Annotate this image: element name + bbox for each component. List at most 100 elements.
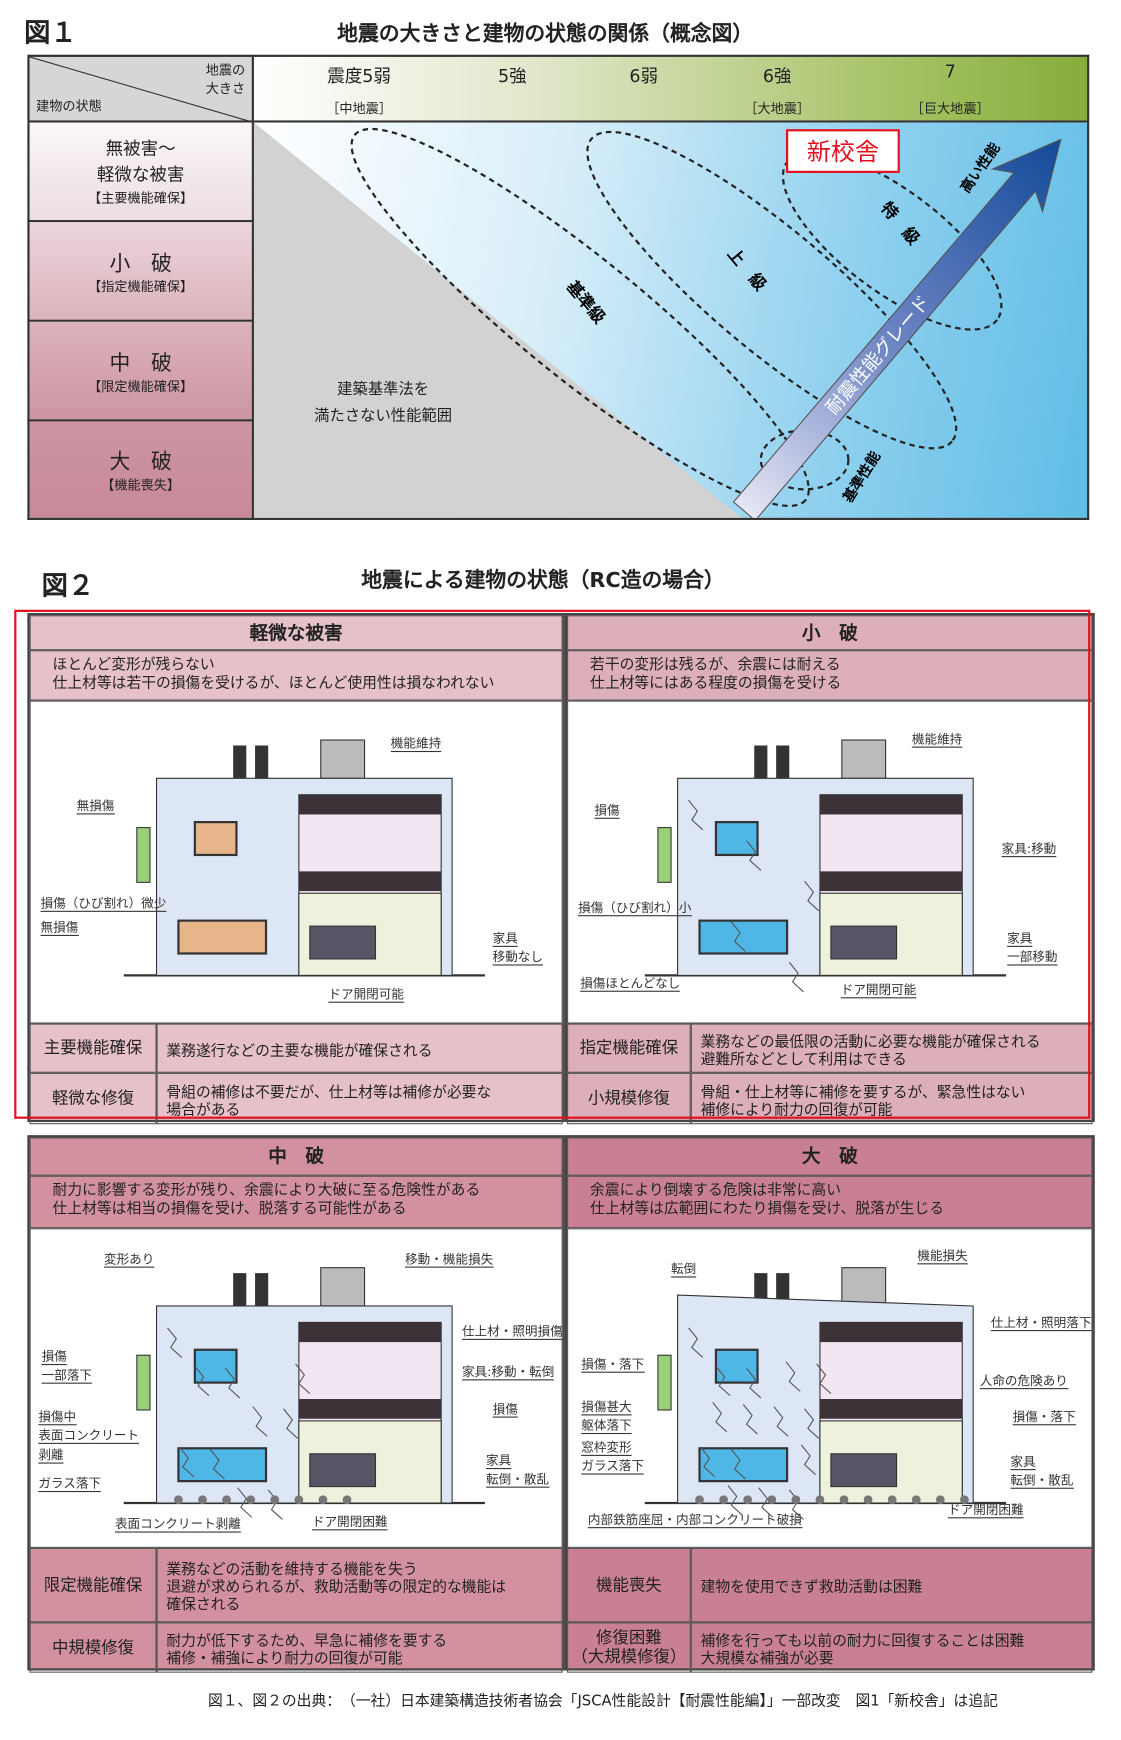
callout-label: 損傷中 [38, 1408, 77, 1426]
building-illustration [644, 739, 1007, 993]
callout-label: 転倒・散乱 [486, 1471, 549, 1488]
arrow-label: 耐震性能グレード [822, 292, 934, 419]
callout-label: ドア開閉可能 [328, 986, 404, 1003]
corner-diagonal [29, 56, 254, 123]
figure2-title: 地震による建物の状態（RC造の場合） [361, 568, 725, 593]
illustration [29, 700, 563, 1024]
panel-medium-damage: 中 破耐力に影響する変形が残り、余震により大破に至る危険性がある 仕上材等は相当… [27, 1135, 565, 1673]
illustration [567, 1228, 1093, 1548]
callout-label: 無損傷 [40, 919, 79, 936]
figure1-title: 地震の大きさと建物の状態の関係（概念図） [337, 21, 754, 46]
panel-small-damage: 小 破若干の変形は残るが、余震には耐える 仕上材等にはある程度の損傷を受ける指定… [564, 613, 1095, 1125]
callout-label: 人命の危険あり [979, 1372, 1068, 1390]
intensity-label: 震度5弱 [327, 65, 391, 87]
callout-label: 家具 [492, 930, 518, 947]
callout-label: 損傷・落下 [581, 1356, 645, 1373]
callout-label: 家具 [1007, 930, 1033, 947]
function-text: 業務遂行などの主要な機能が確保される [156, 1023, 563, 1073]
figure2-label: 図２ [41, 570, 95, 601]
callout-label: 家具:移動 [1001, 840, 1057, 858]
function-text: 骨組の補修は不要だが、仕上材等は補修が必要な 場合がある [156, 1072, 563, 1125]
state-sub: 【指定機能確保】 [88, 278, 194, 294]
callout-label: 損傷ほとんどなし [580, 975, 681, 992]
panel-description: 余震により倒壊する危険は非常に高い 仕上材等は広範囲にわたり損傷を受け、脱落が生… [567, 1175, 1093, 1229]
function-label: 中規模修復 [29, 1622, 157, 1673]
building-illustration [123, 739, 485, 977]
earthquake-class: ［巨大地震］ [910, 100, 990, 117]
function-text: 業務などの活動を維持する機能を失う 退避が求められるが、救助活動等の限定的な機能… [156, 1547, 563, 1623]
intensity-label: 6弱 [629, 65, 659, 87]
function-label: 指定機能確保 [567, 1023, 691, 1073]
intensity-label: 5強 [497, 65, 527, 87]
upper-grade-label: 上 級 [724, 244, 771, 294]
callout-label: 損傷 [41, 1348, 67, 1366]
callout-label: 機能維持 [390, 735, 442, 753]
callout-label: 機能損失 [917, 1247, 968, 1265]
function-text: 補修を行っても以前の耐力に回復することは困難 大規模な補強が必要 [690, 1622, 1093, 1673]
state-sub: 【機能喪失】 [101, 477, 181, 493]
state-sub: 【主要機能確保】 [88, 190, 194, 206]
function-text: 業務などの最低限の活動に必要な機能が確保される 避難所などとして利用はできる [690, 1023, 1093, 1073]
function-label: 主要機能確保 [29, 1023, 157, 1073]
callout-label: 一部移動 [1007, 949, 1058, 966]
performance-svg: 耐震性能グレード 基準級 上 級 特 級 高い性能 基準性能 [253, 122, 1062, 518]
base-performance-ellipse [759, 429, 850, 491]
state-title: 大 破 [109, 449, 172, 475]
panel-title: 大 破 [567, 1137, 1093, 1176]
callout-label: ドア開閉困難 [311, 1513, 388, 1531]
callout-label: 仕上材・照明損傷 [461, 1323, 563, 1340]
new-building-label: 新校舎 [785, 129, 900, 173]
panel-description: 若干の変形は残るが、余震には耐える 仕上材等にはある程度の損傷を受ける [567, 650, 1093, 701]
highlight-frame [14, 609, 1091, 1119]
performance-diagram: 耐震性能グレード 基準級 上 級 特 級 高い性能 基準性能 建築基準法を 満た… [253, 122, 1090, 520]
building-illustration [123, 1267, 485, 1520]
callout-label: 損傷 [594, 802, 620, 819]
callout-label: 移動・機能損失 [405, 1251, 494, 1268]
callout-label: 転倒・散乱 [1010, 1472, 1074, 1489]
callout-label: 変形あり [103, 1251, 155, 1268]
below-code-label: 建築基準法を 満たさない性能範囲 [314, 380, 453, 425]
figure1-label: 図１ [24, 17, 77, 49]
function-label: 小規模修復 [567, 1072, 691, 1125]
panel-minor-damage: 軽微な被害ほとんど変形が残らない 仕上材等は若干の損傷を受けるが、ほとんど使用性… [27, 613, 565, 1125]
function-label: 軽微な修復 [29, 1072, 157, 1125]
intensity-header [253, 54, 1090, 123]
state-sub: 【限定機能確保】 [88, 378, 194, 394]
state-title: 無被害～ 軽微な被害 [96, 137, 185, 186]
callout-label: 損傷・落下 [1012, 1408, 1076, 1426]
state-row-major: 大 破 【機能喪失】 [27, 421, 254, 520]
callout-label: 転倒 [671, 1261, 697, 1278]
callout-label: 損傷（ひび割れ）小 [578, 899, 692, 917]
seismic-grade-arrow: 耐震性能グレード [732, 138, 1062, 518]
callout-label: ドア開閉可能 [840, 981, 917, 999]
callout-label: 機能維持 [911, 731, 963, 748]
callout-label: 損傷 [492, 1401, 518, 1418]
function-label: 限定機能確保 [29, 1547, 157, 1623]
callout-label: ガラス落下 [581, 1458, 644, 1475]
special-grade-label: 特 級 [877, 198, 924, 248]
callout-label: 窓枠変形 [581, 1439, 632, 1456]
callout-label: 内部鉄筋座屈・内部コンクリート破損 [587, 1511, 802, 1529]
callout-label: 家具 [1010, 1453, 1036, 1471]
callout-label: 損傷（ひび割れ）微少 [40, 895, 167, 912]
source-footer: 図１、図２の出典： （一社）日本建築構造技術者協会「JSCA性能設計【耐震性能編… [207, 1692, 998, 1710]
function-text: 建物を使用できず救助活動は困難 [690, 1547, 1093, 1623]
building-state-label: 建物の状態 [36, 98, 102, 114]
state-row-small: 小 破 【指定機能確保】 [27, 222, 254, 322]
earthquake-class: ［大地震］ [744, 100, 811, 117]
earthquake-class: ［中地震］ [326, 100, 392, 117]
state-row-medium: 中 破 【限定機能確保】 [27, 321, 254, 422]
callout-label: 表面コンクリート [38, 1427, 140, 1444]
state-title: 小 破 [109, 251, 172, 276]
intensity-label: 7 [944, 61, 956, 83]
below-code-region [253, 122, 742, 518]
base-performance-label: 基準性能 [838, 448, 884, 507]
state-title: 中 破 [109, 350, 172, 375]
callout-label: 損傷甚大 [581, 1399, 632, 1416]
callout-label: ドア開閉困難 [948, 1501, 1024, 1519]
callout-label: 一部落下 [41, 1367, 92, 1384]
callout-label: 躯体落下 [581, 1417, 632, 1435]
corner-header: 地震の 大きさ 建物の状態 [27, 54, 254, 123]
callout-label: 表面コンクリート剥離 [114, 1516, 241, 1533]
